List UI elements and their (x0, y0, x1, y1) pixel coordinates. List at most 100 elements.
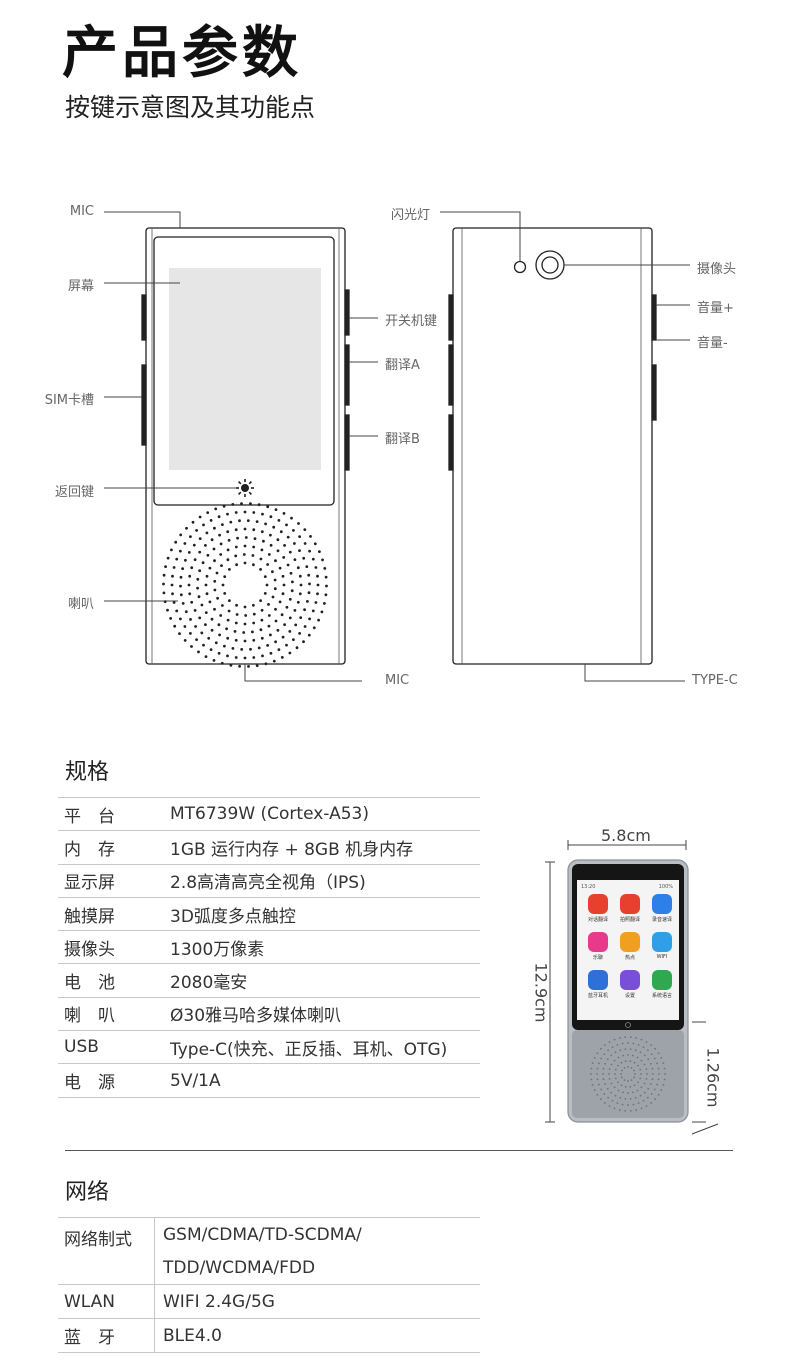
speaker-hole (624, 1036, 627, 1038)
speaker-hole (170, 548, 173, 552)
speaker-hole (242, 553, 246, 556)
speaker-hole (202, 523, 205, 527)
app-icon (588, 932, 608, 952)
speaker-hole (266, 644, 269, 647)
speaker-hole (220, 661, 224, 665)
speaker-hole (210, 538, 214, 542)
network-table: 网络制式 GSM/CDMA/TD-SCDMA/ TDD/WCDMA/FDD WL… (58, 1217, 480, 1353)
speaker-hole (627, 1054, 629, 1056)
speaker-hole (623, 1079, 626, 1081)
speaker-hole (303, 542, 307, 545)
speaker-hole (240, 648, 244, 651)
app-label: 热点 (624, 955, 635, 961)
speaker-hole (308, 582, 311, 586)
speaker-hole (596, 1052, 599, 1055)
speaker-hole (630, 1079, 633, 1081)
speaker-hole (298, 592, 302, 596)
speaker-hole (298, 632, 301, 635)
speaker-hole (220, 564, 223, 567)
speaker-hole (263, 592, 267, 595)
speaker-hole (657, 1093, 660, 1096)
app-icon-tile[interactable]: 热点 (616, 932, 644, 961)
speaker-hole (188, 592, 192, 596)
speaker-hole (632, 1103, 635, 1106)
speaker-hole (651, 1078, 654, 1081)
label-mic-top: MIC (69, 204, 94, 219)
speaker-hole (210, 628, 214, 632)
speaker-hole (617, 1081, 619, 1084)
speaker-hole (316, 592, 319, 596)
speaker-hole (620, 1084, 623, 1087)
speaker-hole (179, 533, 183, 537)
spec-value: 1GB 运行内存 + 8GB 机身内存 (170, 830, 480, 865)
speaker-hole (263, 575, 267, 578)
speaker-hole (619, 1096, 622, 1099)
speaker-hole (629, 1048, 632, 1050)
speaker-hole (629, 1098, 632, 1100)
speaker-hole (257, 646, 261, 650)
speaker-hole (634, 1049, 637, 1052)
speaker-hole (629, 1036, 632, 1038)
app-icon-tile[interactable]: 设置 (616, 970, 644, 999)
speaker-hole (169, 617, 173, 620)
speaker-hole (622, 1054, 624, 1057)
speaker-hole (269, 543, 273, 547)
speaker-hole (262, 539, 265, 543)
speaker-hole (621, 1042, 624, 1045)
speaker-hole (317, 618, 320, 622)
speaker-hole (184, 558, 187, 562)
speaker-hole (235, 603, 239, 607)
speaker-hole (260, 530, 264, 534)
app-icon-tile[interactable]: 拍照翻译 (616, 894, 644, 923)
speaker-hole (166, 608, 169, 612)
spec-key: 电 源 (58, 1063, 170, 1098)
speaker-hole (323, 567, 327, 570)
speaker-hole (307, 633, 311, 637)
speaker-hole (649, 1062, 652, 1065)
speaker-hole (593, 1089, 596, 1091)
speaker-hole (632, 1042, 635, 1045)
speaker-hole (274, 508, 278, 511)
speaker-hole (596, 1093, 599, 1096)
speaker-hole (324, 575, 328, 579)
speaker-hole (265, 583, 269, 587)
speaker-hole (624, 1060, 627, 1063)
speaker-hole (246, 519, 250, 522)
app-icon-tile[interactable]: 蓝牙耳机 (584, 970, 612, 999)
speaker-hole (307, 573, 311, 577)
speaker-hole (276, 549, 280, 553)
speaker-hole (267, 553, 271, 556)
app-icon-tile[interactable]: 乐聊 (584, 932, 612, 961)
speaker-hole (639, 1051, 642, 1054)
speaker-hole (596, 1073, 598, 1075)
speaker-hole (271, 595, 275, 599)
speaker-hole (657, 1067, 660, 1070)
speaker-hole (212, 659, 216, 662)
speaker-hole (260, 636, 264, 640)
camera-icon (535, 250, 565, 280)
speaker-hole (233, 630, 237, 633)
speaker-hole (219, 553, 223, 556)
speaker-hole (189, 632, 192, 635)
speaker-hole (619, 1049, 622, 1052)
speaker-hole (192, 543, 196, 547)
speaker-hole (243, 527, 247, 531)
app-icon-tile[interactable]: 对话翻译 (584, 894, 612, 923)
speaker-hole (660, 1089, 663, 1091)
speaker-hole (316, 574, 319, 578)
front-screen (169, 268, 321, 470)
speaker-hole (226, 636, 230, 640)
speaker-hole (252, 545, 256, 549)
app-icon-tile[interactable]: WIFI (648, 932, 676, 960)
speaker-hole (191, 520, 195, 524)
speaker-hole (228, 599, 231, 602)
speaker-hole (257, 503, 261, 507)
speaker-hole (632, 1091, 634, 1094)
speaker-hole (205, 592, 209, 596)
app-icon-tile[interactable]: 录音速译 (648, 894, 676, 923)
speaker-hole (264, 662, 268, 666)
speaker-hole (247, 665, 250, 668)
app-icon-tile[interactable]: 系统语言 (648, 970, 676, 999)
speaker-hole (213, 607, 216, 611)
speaker-hole (249, 647, 252, 651)
